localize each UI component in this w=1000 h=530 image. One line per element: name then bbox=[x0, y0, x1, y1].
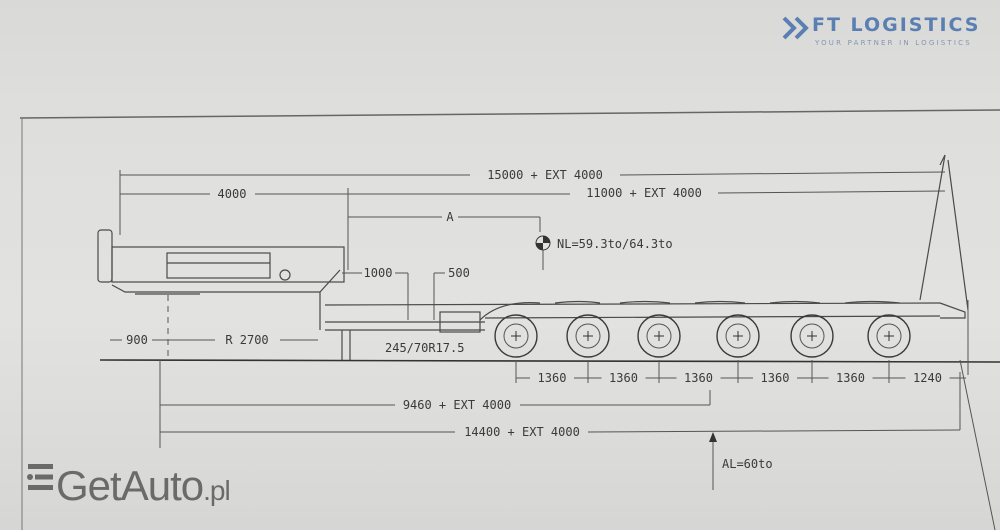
getauto-tld: .pl bbox=[203, 475, 231, 506]
wheel bbox=[566, 314, 610, 358]
dim-a-label: A bbox=[446, 210, 454, 224]
gooseneck bbox=[97, 229, 345, 360]
dim-500-label: 500 bbox=[448, 266, 470, 280]
dimension-1000: 1000 bbox=[342, 266, 409, 320]
axle-spacing-label: 1360 bbox=[836, 371, 865, 385]
wheel bbox=[790, 314, 834, 358]
axle-spacing-label: 1360 bbox=[684, 371, 713, 385]
gooseneck-length-label: 4000 bbox=[218, 187, 247, 201]
dimension-500: 500 bbox=[433, 266, 470, 320]
axle-spacing-label: 1360 bbox=[761, 371, 790, 385]
dimension-gooseneck: 4000 bbox=[120, 187, 349, 270]
double-chevron-icon bbox=[782, 16, 809, 40]
dimension-14400: 14400 + EXT 4000 bbox=[160, 372, 961, 439]
center-of-gravity-marker: NL=59.3to/64.3to bbox=[535, 235, 673, 270]
axle-spacing-label: 1240 bbox=[913, 371, 942, 385]
dimension-r2700: R 2700 bbox=[168, 333, 318, 347]
dim-900-label: 900 bbox=[126, 333, 148, 347]
dim-14400-label: 14400 + EXT 4000 bbox=[464, 425, 580, 439]
tyre-size-label: 245/70R17.5 bbox=[385, 341, 464, 355]
axle-spacing-dim: 1360 bbox=[587, 360, 659, 385]
dimension-9460: 9460 + EXT 4000 bbox=[159, 360, 711, 448]
dimension-a: A bbox=[348, 210, 541, 232]
ft-logistics-subtitle: YOUR PARTNER IN LOGISTICS bbox=[815, 39, 972, 47]
getauto-logo: GetAuto.pl bbox=[24, 462, 231, 510]
axle-spacing-dim: 1360 bbox=[811, 360, 889, 385]
dim-1000-label: 1000 bbox=[364, 266, 393, 280]
axle-spacing-label: 1360 bbox=[609, 371, 638, 385]
nl-load-label: NL=59.3to/64.3to bbox=[557, 237, 673, 251]
ft-logistics-title: FT LOGISTICS bbox=[812, 14, 981, 36]
axle-spacing-dim: 1240 bbox=[888, 360, 966, 385]
trailer-bed bbox=[324, 154, 969, 360]
menu-lines-icon bbox=[24, 464, 54, 502]
dimension-deck: 11000 + EXT 4000 bbox=[348, 186, 946, 200]
dimension-900: 900 bbox=[110, 333, 168, 347]
dim-r2700-label: R 2700 bbox=[225, 333, 268, 347]
dimension-overall: 15000 + EXT 4000 bbox=[119, 168, 946, 235]
wheel bbox=[637, 314, 681, 358]
wheel bbox=[867, 314, 911, 358]
axle-spacing-label: 1360 bbox=[538, 371, 567, 385]
wheel bbox=[494, 314, 538, 358]
al-load-label: AL=60to bbox=[722, 457, 773, 471]
overall-length-label: 15000 + EXT 4000 bbox=[487, 168, 603, 182]
getauto-name: GetAuto bbox=[56, 462, 204, 509]
deck-length-label: 11000 + EXT 4000 bbox=[586, 186, 702, 200]
ground-line bbox=[99, 359, 1000, 363]
axle-spacing-dimensions: 1360 1360 1360 1360 1360 1240 bbox=[515, 360, 966, 385]
axle-load-marker: AL=60to bbox=[709, 432, 773, 490]
axle-spacing-dim: 1360 bbox=[658, 360, 738, 385]
paper-top-edge bbox=[19, 109, 1000, 119]
axle-spacing-dim: 1360 bbox=[737, 360, 812, 385]
dim-9460-label: 9460 + EXT 4000 bbox=[403, 398, 511, 412]
wheels bbox=[494, 314, 911, 358]
axle-spacing-dim: 1360 bbox=[515, 360, 588, 385]
wheel bbox=[716, 314, 760, 358]
